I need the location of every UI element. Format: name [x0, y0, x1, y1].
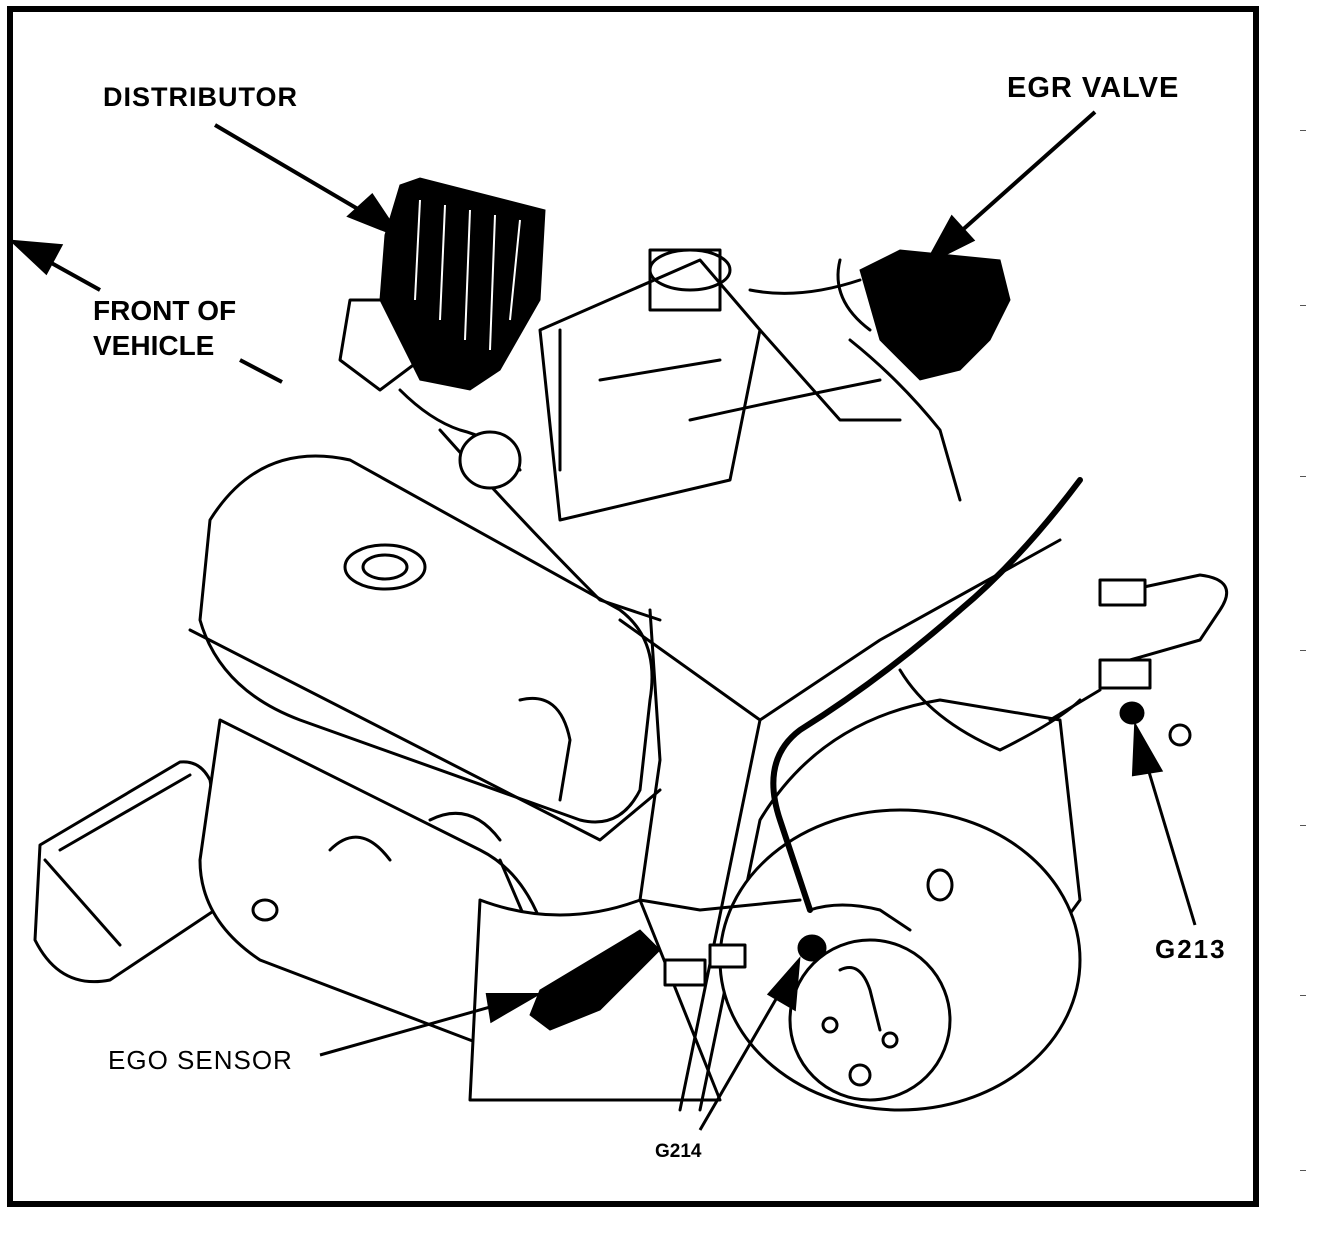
margin-tick [1300, 305, 1306, 306]
egr-valve-label: EGR VALVE [1007, 72, 1180, 104]
front-dash [239, 358, 283, 384]
wiring-harness [770, 477, 1083, 913]
g214-arrow [698, 974, 792, 1131]
ego-sensor-label: EGO SENSOR [108, 1045, 293, 1075]
ego-connector [663, 943, 747, 987]
front-of-vehicle-label: FRONT OF VEHICLE [93, 293, 236, 363]
g214-label: G214 [655, 1141, 702, 1162]
margin-tick [1300, 1170, 1306, 1171]
distributor-label: DISTRIBUTOR [103, 82, 299, 112]
egr-valve-body [859, 249, 1011, 381]
ego-arrow [319, 998, 516, 1057]
ego-sensor-left [529, 929, 661, 1031]
margin-tick [1300, 825, 1306, 826]
margin-tick [1300, 995, 1306, 996]
valve-cover [188, 454, 662, 842]
front-label-line2: VEHICLE [93, 330, 215, 361]
flywheel [718, 808, 1082, 1112]
margin-tick [1300, 130, 1306, 131]
leader-arrows [8, 110, 1197, 1131]
margin-tick [1300, 476, 1306, 477]
right-ego-sensor [1048, 573, 1229, 747]
carburetor [538, 248, 902, 522]
front-label-line1: FRONT OF [93, 295, 237, 326]
distributor-cap [379, 177, 546, 391]
g213-label: G213 [1155, 934, 1227, 964]
margin-tick [1300, 650, 1306, 651]
g213-bolt [1119, 701, 1145, 725]
g214-bolt [797, 934, 827, 962]
oil-filter [33, 760, 232, 984]
